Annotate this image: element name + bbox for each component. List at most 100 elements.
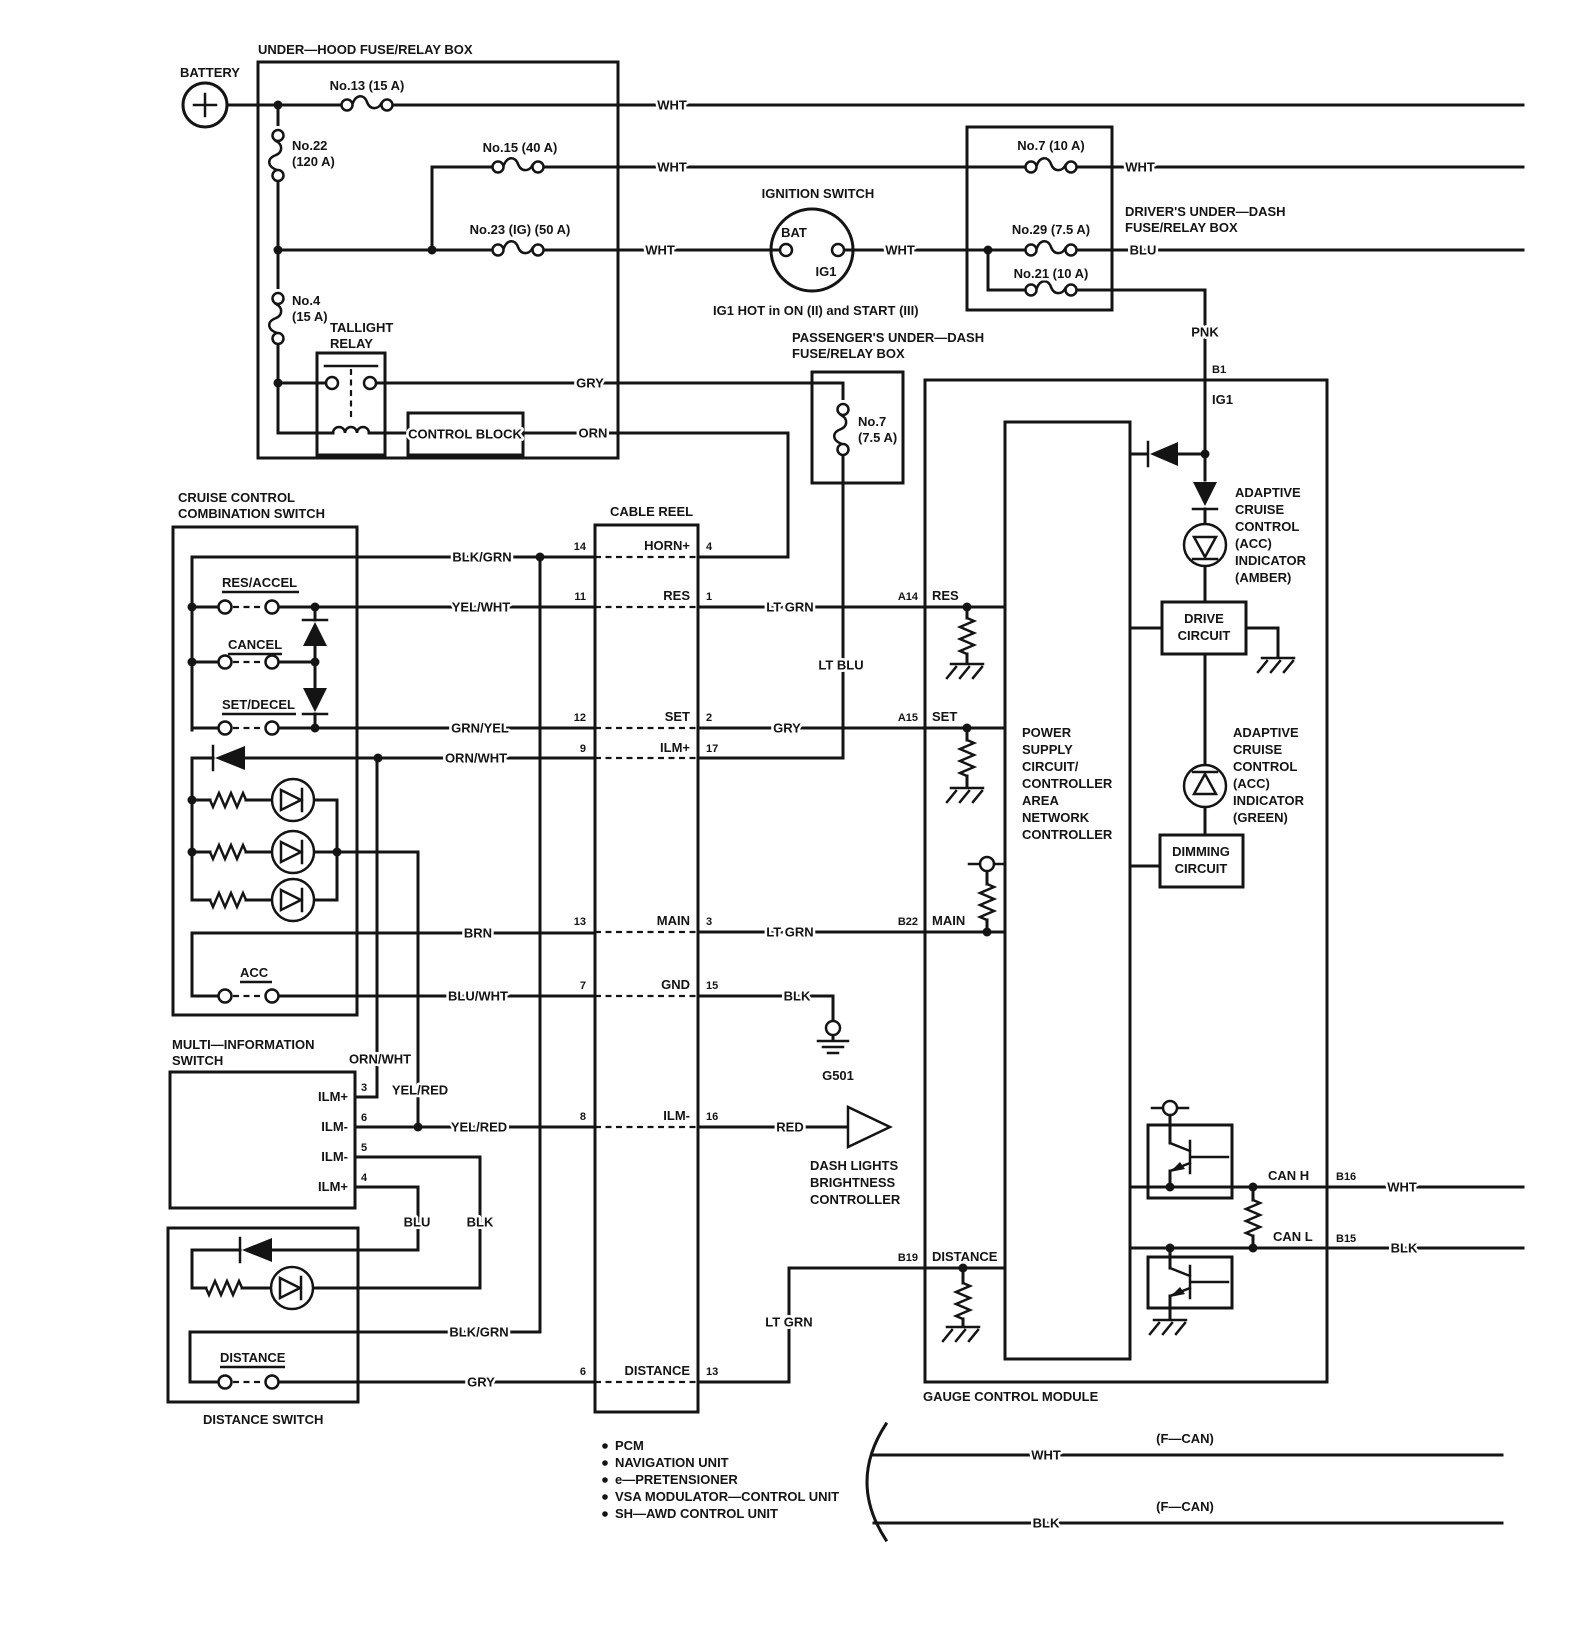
passenger-underdash-box-outline xyxy=(810,370,905,485)
acc-amber-line: ADAPTIVE xyxy=(1235,485,1301,500)
fuse-7-75a-icon xyxy=(832,402,850,457)
pin-right-17: 17 xyxy=(706,743,718,755)
cable-reel-title: CABLE REEL xyxy=(610,504,693,519)
unit-pcm: PCM xyxy=(615,1438,644,1453)
ignition-switch-title: IGNITION SWITCH xyxy=(762,186,875,201)
cable-reel-pin-labels: 14 HORN+ 4 11 RES 1 12 SET 2 9 ILM+ 17 1… xyxy=(571,536,721,1381)
fuse-22-label-1: No.22 xyxy=(292,138,327,153)
pin-right-13: 13 xyxy=(706,1366,718,1378)
cruise-switch-title-2: COMBINATION SWITCH xyxy=(178,506,325,521)
resistor-icon xyxy=(208,791,248,809)
wire-label-blk: BLK xyxy=(467,1215,494,1230)
pin-left-9: 9 xyxy=(580,743,586,755)
tallight-relay-outline xyxy=(315,351,387,457)
resistor-icon xyxy=(958,616,976,656)
can-l-transistor-box xyxy=(1146,1255,1234,1310)
fuse-29-label: No.29 (7.5 A) xyxy=(1012,222,1090,237)
fuse-23-label: No.23 (IG) (50 A) xyxy=(470,222,571,237)
pin-num-4: 4 xyxy=(361,1172,368,1184)
fcan-label: (F—CAN) xyxy=(1156,1499,1214,1514)
pin-right-4: 4 xyxy=(706,541,713,553)
cruise-switch-outline xyxy=(171,525,359,1017)
fuses xyxy=(267,94,1078,457)
pin-num-3: 3 xyxy=(361,1082,367,1094)
resistor-icon xyxy=(954,1281,972,1321)
pin-left-11: 11 xyxy=(574,591,586,603)
ground-icon xyxy=(941,1325,981,1343)
drive-circuit-label-2: CIRCUIT xyxy=(1178,628,1231,643)
res-accel-switch-icon xyxy=(217,599,280,615)
acc-label: ACC xyxy=(240,965,269,980)
power-feed-wires xyxy=(225,103,1525,435)
drivers-box-title-1: DRIVER'S UNDER—DASH xyxy=(1125,204,1286,219)
resistor-icon xyxy=(978,882,996,922)
wire-label-wht: WHT xyxy=(657,160,687,175)
cancel-switch-icon xyxy=(217,654,280,670)
acc-green-indicator-text: ADAPTIVE CRUISE CONTROL (ACC) INDICATOR … xyxy=(1231,723,1308,828)
diode-left-icon xyxy=(215,746,245,770)
ground-icon xyxy=(1148,1318,1188,1336)
pin-right-16: 16 xyxy=(706,1111,718,1123)
can-h-transistor-box xyxy=(1146,1123,1234,1200)
pin-name-ilm-plus: ILM+ xyxy=(318,1179,348,1194)
res-accel-label: RES/ACCEL xyxy=(222,575,297,590)
illumination-wires xyxy=(353,555,597,1334)
psu-line: POWER xyxy=(1022,725,1072,740)
unit-pretensioner: e—PRETENSIONER xyxy=(615,1472,738,1487)
pin-right-2: 2 xyxy=(706,712,712,724)
g501-ground-symbol xyxy=(824,1019,842,1037)
wire-label-wht: WHT xyxy=(1125,160,1155,175)
pin-left-14: 14 xyxy=(574,541,587,553)
drivers-box-title-2: FUSE/RELAY BOX xyxy=(1125,220,1238,235)
diode-left-icon xyxy=(242,1238,272,1262)
acc-amber-line: (AMBER) xyxy=(1235,570,1291,585)
dash-lights-line-2: BRIGHTNESS xyxy=(810,1175,896,1190)
psu-line: AREA xyxy=(1022,793,1059,808)
wire-label-orn-wht: ORN/WHT xyxy=(445,751,507,766)
cruise-switch-symbols xyxy=(208,599,329,1004)
pin-left-8: 8 xyxy=(580,1111,586,1123)
cable-reel-right-wires xyxy=(696,605,1007,1384)
pin-b15-label: B15 xyxy=(1336,1233,1356,1245)
can-h-label: CAN H xyxy=(1268,1168,1309,1183)
acc-amber-line: CONTROL xyxy=(1235,519,1299,534)
pin-num-5: 5 xyxy=(361,1142,367,1154)
passenger-box-title-1: PASSENGER'S UNDER—DASH xyxy=(792,330,984,345)
fuse-7-10a-icon xyxy=(1024,156,1078,174)
multi-info-title-1: MULTI—INFORMATION xyxy=(172,1037,315,1052)
wire-label-wht: WHT xyxy=(1387,1180,1417,1195)
psu-line: CONTROLLER xyxy=(1022,827,1113,842)
gauge-module-internal-wires xyxy=(961,378,1525,1327)
pin-a14-label: A14 xyxy=(898,591,919,603)
pin-b19-label: B19 xyxy=(898,1252,918,1264)
wire-label-pnk: PNK xyxy=(1191,325,1219,340)
connected-units-list: PCM NAVIGATION UNIT e—PRETENSIONER VSA M… xyxy=(602,1436,842,1524)
unit-sh-awd: SH—AWD CONTROL UNIT xyxy=(615,1506,778,1521)
module-distance-label: DISTANCE xyxy=(932,1249,998,1264)
pin-name-ilm-minus: ILM- xyxy=(321,1119,348,1134)
wire-label-blk: BLK xyxy=(784,989,811,1004)
set-decel-label: SET/DECEL xyxy=(222,697,295,712)
ignition-bat-terminal-label: BAT xyxy=(781,225,807,240)
ground-icon xyxy=(945,662,985,680)
diode-down-icon xyxy=(303,688,327,712)
module-set-label: SET xyxy=(932,709,957,724)
pin-left-12: 12 xyxy=(574,712,586,724)
distance-switch-icon xyxy=(217,1374,280,1390)
pin-right-1: 1 xyxy=(706,591,712,603)
wire-label-orn: ORN xyxy=(579,426,608,441)
tallight-relay-label-1: TALLIGHT xyxy=(330,320,393,335)
pin-name-main: MAIN xyxy=(657,913,690,928)
set-decel-switch-icon xyxy=(217,720,280,736)
wire-label-blk: BLK xyxy=(1391,1241,1418,1256)
control-block-label: CONTROL BLOCK xyxy=(408,427,522,442)
ignition-ig1-terminal-label: IG1 xyxy=(816,264,837,279)
led-icon xyxy=(269,1265,315,1311)
fuse-22-icon xyxy=(267,128,285,183)
acc-green-line: ADAPTIVE xyxy=(1233,725,1299,740)
wire-label-yel-wht: YEL/WHT xyxy=(452,600,511,615)
ground-icon xyxy=(945,786,985,804)
gauge-module-symbols xyxy=(941,440,1296,1343)
acc-amber-line: (ACC) xyxy=(1235,536,1272,551)
